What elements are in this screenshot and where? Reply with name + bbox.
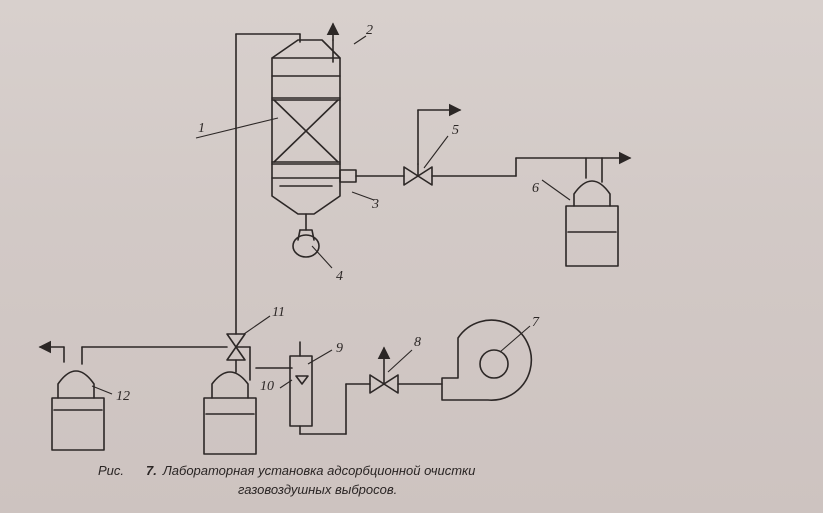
bottom-collector-flask xyxy=(292,229,320,258)
label-12: 12 xyxy=(116,389,130,404)
caption-line-1: Лабораторная установка адсорбционной очи… xyxy=(162,463,476,478)
leader-9 xyxy=(307,349,333,365)
label-9: 9 xyxy=(336,341,343,356)
label-1: 1 xyxy=(198,121,205,136)
label-2: 2 xyxy=(366,23,373,38)
adsorption-column xyxy=(271,39,341,231)
upper-gas-line xyxy=(355,103,632,186)
leader-7 xyxy=(499,325,531,353)
blower xyxy=(441,319,533,401)
label-8: 8 xyxy=(414,335,421,350)
leader-12 xyxy=(91,385,113,395)
left-gas-line xyxy=(38,340,228,365)
leader-6 xyxy=(541,179,571,201)
label-11: 11 xyxy=(272,305,285,320)
main-vertical-line xyxy=(235,33,301,335)
leader-3 xyxy=(351,191,375,201)
caption-prefix: Рис. xyxy=(98,463,125,478)
leader-2 xyxy=(353,35,367,45)
leader-5 xyxy=(423,135,449,169)
absorber-middle xyxy=(203,346,257,455)
flowmeter xyxy=(255,341,371,435)
label-7: 7 xyxy=(532,315,540,330)
leader-10 xyxy=(279,379,293,389)
label-4: 4 xyxy=(336,269,343,284)
absorber-right xyxy=(565,157,619,267)
leader-4 xyxy=(311,245,333,269)
leader-8 xyxy=(387,349,413,373)
label-5: 5 xyxy=(452,123,459,138)
caption-line-2: газовоздушных выбросов. xyxy=(238,482,398,497)
label-10: 10 xyxy=(260,379,274,394)
figure-caption: Рис. 7. Лабораторная установка адсорбционн… xyxy=(98,461,618,499)
leader-1 xyxy=(195,117,279,139)
absorber-left xyxy=(51,370,105,451)
label-6: 6 xyxy=(532,181,539,196)
label-3: 3 xyxy=(371,197,379,212)
valve-11 xyxy=(226,333,251,373)
leader-11 xyxy=(243,315,271,335)
valve-8 xyxy=(369,346,443,394)
side-outlet xyxy=(339,169,357,183)
caption-number: 7. xyxy=(146,463,157,478)
